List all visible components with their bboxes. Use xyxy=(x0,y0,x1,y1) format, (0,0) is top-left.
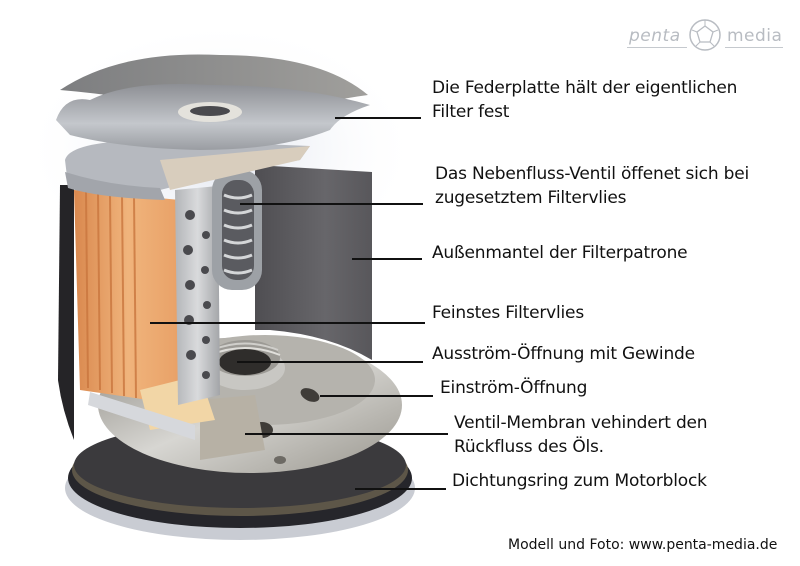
leader-line-ventil-membran xyxy=(245,433,448,435)
label-aussenmantel: Außenmantel der Filterpatrone xyxy=(432,241,688,265)
label-filtervlies: Feinstes Filtervlies xyxy=(432,301,584,325)
leader-line-ausstroem-oeffnung xyxy=(237,361,423,363)
camera-aperture-icon xyxy=(689,19,721,51)
label-dichtungsring: Dichtungsring zum Motorblock xyxy=(452,469,707,493)
leader-line-federplatte xyxy=(335,117,421,119)
label-line: Filter fest xyxy=(432,102,510,122)
logo-left-text: penta xyxy=(629,26,681,46)
label-line: zugesetztem Filtervlies xyxy=(435,188,627,208)
photo-credit: Modell und Foto: www.penta-media.de xyxy=(508,537,778,553)
logo-underline-right xyxy=(725,47,783,48)
label-ventil-membran: Ventil-Membran vehindert den Rückfluss d… xyxy=(454,411,708,459)
label-line: Ausström-Öffnung mit Gewinde xyxy=(432,344,695,364)
label-federplatte: Die Federplatte hält der eigentlichen Fi… xyxy=(432,76,737,124)
label-nebenfluss-ventil: Das Nebenfluss-Ventil öffenet sich bei z… xyxy=(435,162,749,210)
label-line: Rückfluss des Öls. xyxy=(454,437,604,457)
leader-line-aussenmantel xyxy=(352,258,422,260)
logo-underline-left xyxy=(627,47,687,48)
leader-line-filtervlies xyxy=(150,322,425,324)
label-line: Feinstes Filtervlies xyxy=(432,303,584,323)
leader-line-einstroem-oeffnung xyxy=(320,395,433,397)
label-einstroem-oeffnung: Einström-Öffnung xyxy=(440,376,587,400)
label-line: Außenmantel der Filterpatrone xyxy=(432,243,688,263)
leader-line-dichtungsring xyxy=(355,488,446,490)
label-line: Das Nebenfluss-Ventil öffenet sich bei xyxy=(435,164,749,184)
leader-line-nebenfluss-ventil xyxy=(240,203,423,205)
label-ausstroem-oeffnung: Ausström-Öffnung mit Gewinde xyxy=(432,342,695,366)
label-line: Dichtungsring zum Motorblock xyxy=(452,471,707,491)
logo-right-text: media xyxy=(727,26,783,46)
label-line: Ventil-Membran vehindert den xyxy=(454,413,708,433)
penta-media-logo: penta media xyxy=(625,14,785,54)
label-line: Einström-Öffnung xyxy=(440,378,588,398)
label-line: Die Federplatte hält der eigentlichen xyxy=(432,78,738,98)
